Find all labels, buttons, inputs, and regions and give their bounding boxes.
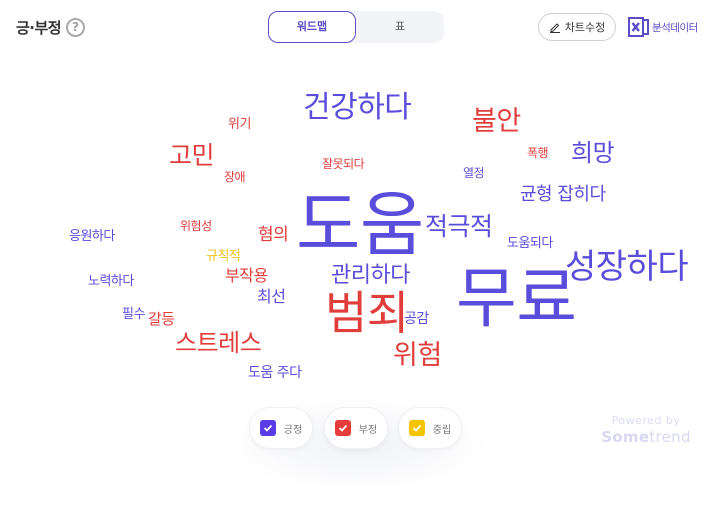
word-negative[interactable]: 스트레스 bbox=[175, 329, 262, 357]
word-negative[interactable]: 위험성 bbox=[180, 219, 212, 233]
legend-negative-label: 부정 bbox=[358, 424, 378, 436]
word-negative[interactable]: 위기 bbox=[228, 117, 251, 132]
word-positive[interactable]: 건강하다 bbox=[303, 90, 412, 125]
word-negative[interactable]: 혐의 bbox=[258, 225, 289, 245]
brand-bold: Some bbox=[601, 428, 650, 446]
word-negative[interactable]: 부작용 bbox=[225, 266, 268, 285]
checkbox-checked-icon[interactable] bbox=[259, 420, 276, 436]
word-positive[interactable]: 희망 bbox=[571, 139, 615, 167]
word-negative[interactable]: 위험 bbox=[393, 340, 442, 371]
word-negative[interactable]: 장애 bbox=[224, 170, 246, 184]
pencil-icon bbox=[549, 23, 560, 33]
word-positive[interactable]: 도움 주다 bbox=[248, 365, 302, 381]
word-negative[interactable]: 잘못되다 bbox=[322, 157, 365, 171]
word-positive[interactable]: 열정 bbox=[463, 166, 485, 180]
export-data-button[interactable]: 분석데이터 bbox=[628, 16, 698, 38]
word-positive[interactable]: 도움 bbox=[296, 184, 424, 266]
export-data-label: 분석데이터 bbox=[652, 21, 698, 34]
word-positive[interactable]: 응원하다 bbox=[69, 229, 115, 244]
powered-by-text: Powered by bbox=[611, 414, 681, 427]
word-positive[interactable]: 도움되다 bbox=[507, 236, 553, 251]
word-positive[interactable]: 관리하다 bbox=[331, 263, 410, 288]
tab-wordmap[interactable]: 워드맵 bbox=[268, 11, 356, 43]
word-positive[interactable]: 성장하다 bbox=[565, 247, 689, 287]
tab-table[interactable]: 표 bbox=[394, 20, 406, 33]
legend-neutral-label: 중립 bbox=[432, 424, 452, 436]
word-positive[interactable]: 균형 잡히다 bbox=[520, 184, 606, 205]
brand-light: trend bbox=[649, 428, 691, 446]
word-positive[interactable]: 노력하다 bbox=[88, 274, 134, 289]
brand-logo: Sometrend bbox=[600, 428, 692, 446]
legend-positive[interactable]: 긍정 bbox=[249, 407, 313, 449]
word-negative[interactable]: 불안 bbox=[472, 106, 521, 137]
word-positive[interactable]: 무료 bbox=[456, 260, 577, 337]
word-positive[interactable]: 최선 bbox=[257, 287, 286, 306]
word-neutral[interactable]: 규칙적 bbox=[206, 249, 241, 264]
word-positive[interactable]: 공감 bbox=[404, 311, 429, 327]
view-tabs: 워드맵 표 bbox=[268, 11, 444, 43]
edit-chart-label: 차트수정 bbox=[564, 21, 606, 34]
word-negative[interactable]: 폭행 bbox=[527, 146, 549, 160]
word-positive[interactable]: 적극적 bbox=[425, 212, 493, 241]
help-icon[interactable]: ? bbox=[66, 18, 85, 37]
page-title: 긍·부정 bbox=[16, 19, 62, 37]
header: 긍·부정 ? 워드맵 표 차트수정 분석데이터 bbox=[0, 0, 714, 56]
powered-by-logo: Powered by Sometrend bbox=[600, 414, 692, 446]
legend-positive-label: 긍정 bbox=[283, 424, 303, 436]
word-negative[interactable]: 범죄 bbox=[325, 286, 409, 340]
word-negative[interactable]: 갈등 bbox=[148, 310, 175, 328]
checkbox-checked-icon[interactable] bbox=[334, 420, 351, 436]
word-positive[interactable]: 필수 bbox=[122, 307, 145, 322]
excel-icon bbox=[628, 17, 649, 37]
word-negative[interactable]: 고민 bbox=[169, 141, 215, 170]
checkbox-checked-icon[interactable] bbox=[408, 420, 425, 436]
edit-chart-button[interactable]: 차트수정 bbox=[538, 13, 616, 41]
legend-negative[interactable]: 부정 bbox=[324, 407, 388, 449]
legend-neutral[interactable]: 중립 bbox=[398, 407, 462, 449]
